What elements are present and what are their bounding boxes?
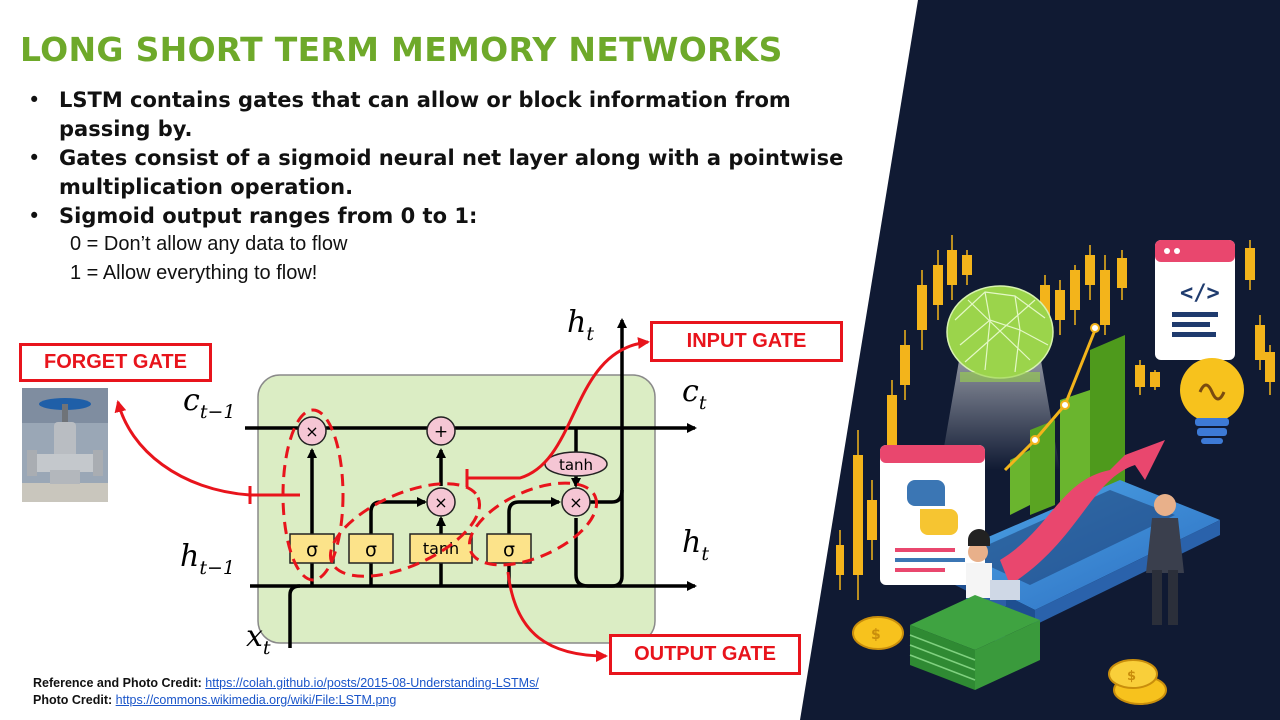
coin-icon: $ $ bbox=[852, 616, 1167, 705]
sub-item-zero: 0 = Don’t allow any data to flow bbox=[70, 233, 348, 255]
reference-credit-line: Reference and Photo Credit: https://cola… bbox=[33, 675, 539, 692]
op-symbol: × bbox=[305, 422, 318, 441]
bullet-item: LSTM contains gates that can allow or bl… bbox=[28, 86, 888, 144]
gate-label: σ bbox=[365, 539, 377, 561]
gate-label: tanh bbox=[423, 539, 459, 558]
label-h-prev: ht−1 bbox=[180, 539, 235, 579]
bullet-item: Sigmoid output ranges from 0 to 1: bbox=[28, 202, 888, 231]
svg-text:</>: </> bbox=[1180, 281, 1220, 306]
op-label: tanh bbox=[559, 456, 593, 474]
output-gate-label: OUTPUT GATE bbox=[609, 634, 801, 675]
svg-text:$: $ bbox=[1127, 669, 1136, 684]
output-multiply-op bbox=[561, 487, 591, 517]
photo-credit-line: Photo Credit: https://commons.wikimedia.… bbox=[33, 692, 539, 709]
gate-boxes: σ σ tanh σ bbox=[289, 533, 532, 564]
reference-credit-label: Reference and Photo Credit: bbox=[33, 676, 202, 690]
gate-label: σ bbox=[503, 539, 515, 561]
forget-gate-label: FORGET GATE bbox=[19, 343, 212, 382]
bullet-list: LSTM contains gates that can allow or bl… bbox=[28, 86, 888, 231]
forget-multiply-op bbox=[297, 416, 327, 446]
cell-add-op bbox=[426, 416, 456, 446]
output-gate-outline bbox=[467, 481, 599, 567]
python-logo-icon bbox=[880, 445, 985, 585]
input-gate-label: INPUT GATE bbox=[650, 321, 843, 362]
input-sigma-box bbox=[348, 533, 394, 564]
gate-label: σ bbox=[306, 539, 318, 561]
valve-photo bbox=[22, 388, 108, 502]
label-x-input: xt bbox=[246, 619, 271, 659]
label-c-prev: ct−1 bbox=[183, 383, 235, 423]
input-multiply-op bbox=[426, 487, 456, 517]
bullet-item: Gates consist of a sigmoid neural net la… bbox=[28, 144, 888, 202]
forget-sigma-box bbox=[289, 533, 335, 564]
sub-item-one: 1 = Allow everything to flow! bbox=[70, 262, 318, 284]
callout-arrows bbox=[114, 337, 650, 662]
label-h-top: ht bbox=[567, 305, 594, 345]
label-h-next: ht bbox=[682, 525, 709, 565]
svg-text:$: $ bbox=[871, 627, 881, 643]
output-sigma-box bbox=[486, 533, 532, 564]
label-c-next: ct bbox=[682, 374, 707, 414]
reference-link[interactable]: https://colah.github.io/posts/2015-08-Un… bbox=[205, 676, 539, 690]
lstm-diagram: × + × × tanh σ σ tanh σ ct−1 ct ht−1 ht … bbox=[114, 305, 709, 662]
brain-globe-icon bbox=[946, 285, 1054, 382]
candidate-tanh-box bbox=[409, 533, 473, 564]
input-gate-outline bbox=[328, 482, 482, 578]
credits: Reference and Photo Credit: https://cola… bbox=[33, 675, 539, 709]
photo-credit-label: Photo Credit: bbox=[33, 693, 113, 707]
lstm-cell-box bbox=[257, 374, 656, 644]
photo-link[interactable]: https://commons.wikimedia.org/wiki/File:… bbox=[115, 693, 397, 707]
lightbulb-icon bbox=[1180, 358, 1244, 444]
growth-arrow-icon bbox=[1000, 440, 1165, 585]
cash-stack-icon bbox=[909, 595, 1040, 690]
data-flow-lines bbox=[245, 318, 697, 648]
code-window-icon: </> bbox=[1155, 240, 1235, 360]
op-symbol: × bbox=[569, 493, 582, 512]
op-symbol: × bbox=[434, 493, 447, 512]
op-symbol: + bbox=[434, 422, 448, 442]
slide-title: LONG SHORT TERM MEMORY NETWORKS bbox=[20, 30, 783, 69]
